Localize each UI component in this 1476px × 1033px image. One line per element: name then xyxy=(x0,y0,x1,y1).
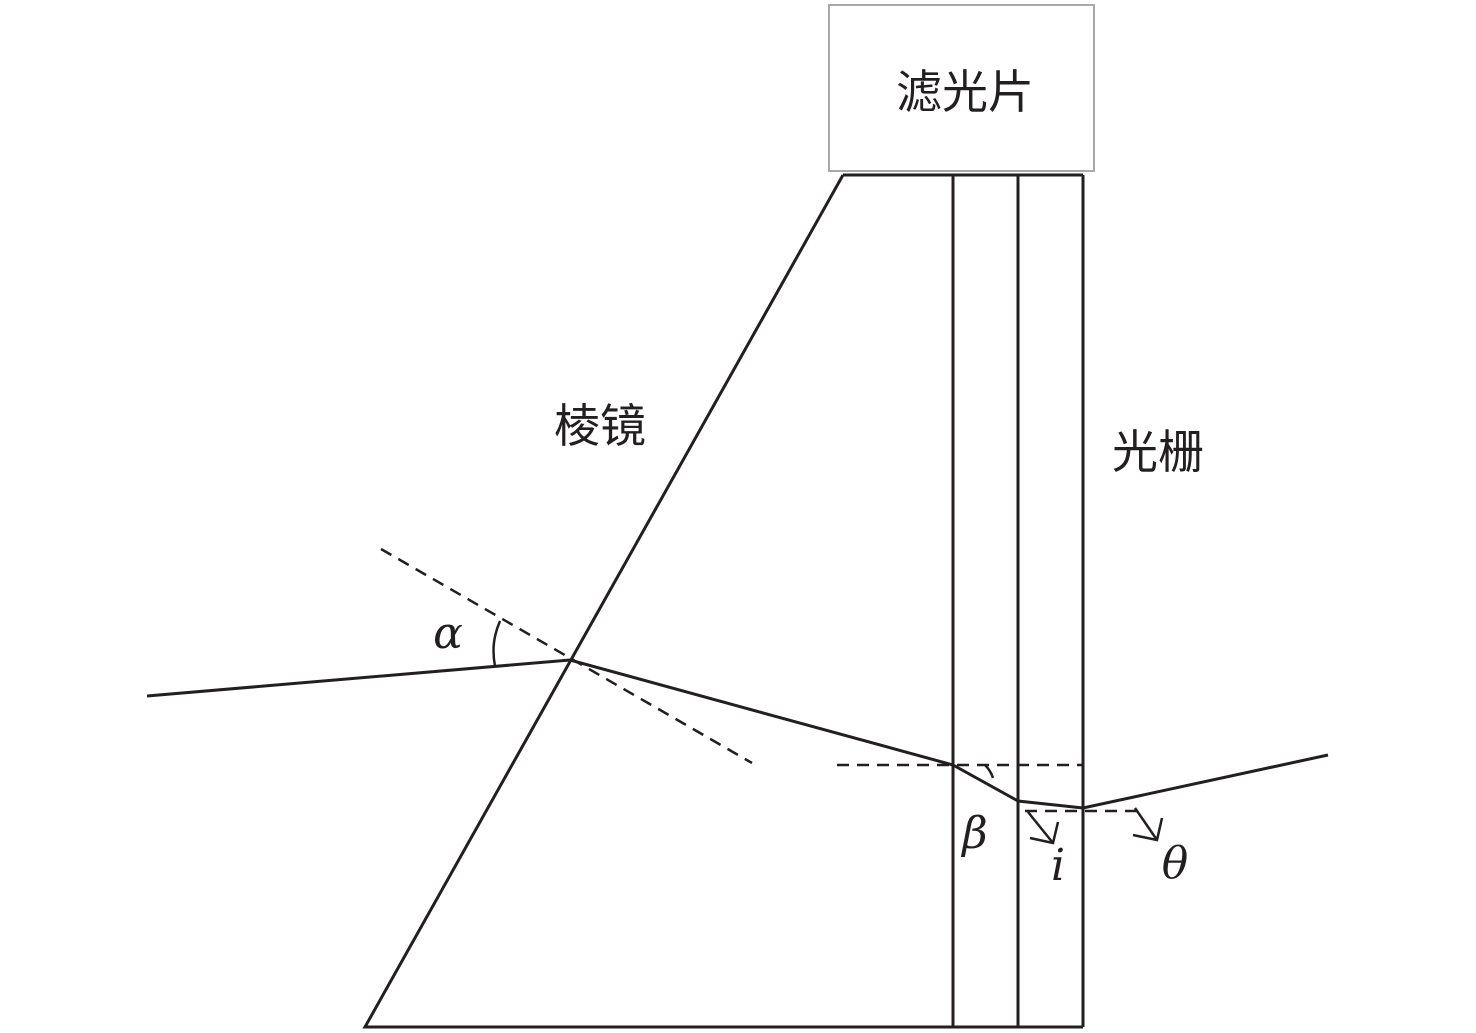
filter-label: 滤光片 xyxy=(896,65,1034,119)
beta-label: β xyxy=(960,808,987,859)
theta-label: θ xyxy=(1162,838,1189,889)
light-ray xyxy=(146,658,1329,810)
theta-arrow xyxy=(1133,807,1159,841)
grating-label: 光栅 xyxy=(1112,425,1204,479)
i-arrowhead xyxy=(1029,821,1060,845)
prism-label: 棱镜 xyxy=(554,399,646,453)
alpha-label: α xyxy=(433,608,463,659)
theta-arrowhead xyxy=(1132,817,1164,842)
prism-outline xyxy=(362,174,1083,1029)
i-label: i xyxy=(1051,840,1065,891)
normal-dashed xyxy=(380,547,753,765)
i-arrow xyxy=(1027,811,1054,844)
filter-box xyxy=(828,4,1095,172)
alpha-arc xyxy=(492,620,502,667)
beta-arc xyxy=(984,764,995,779)
